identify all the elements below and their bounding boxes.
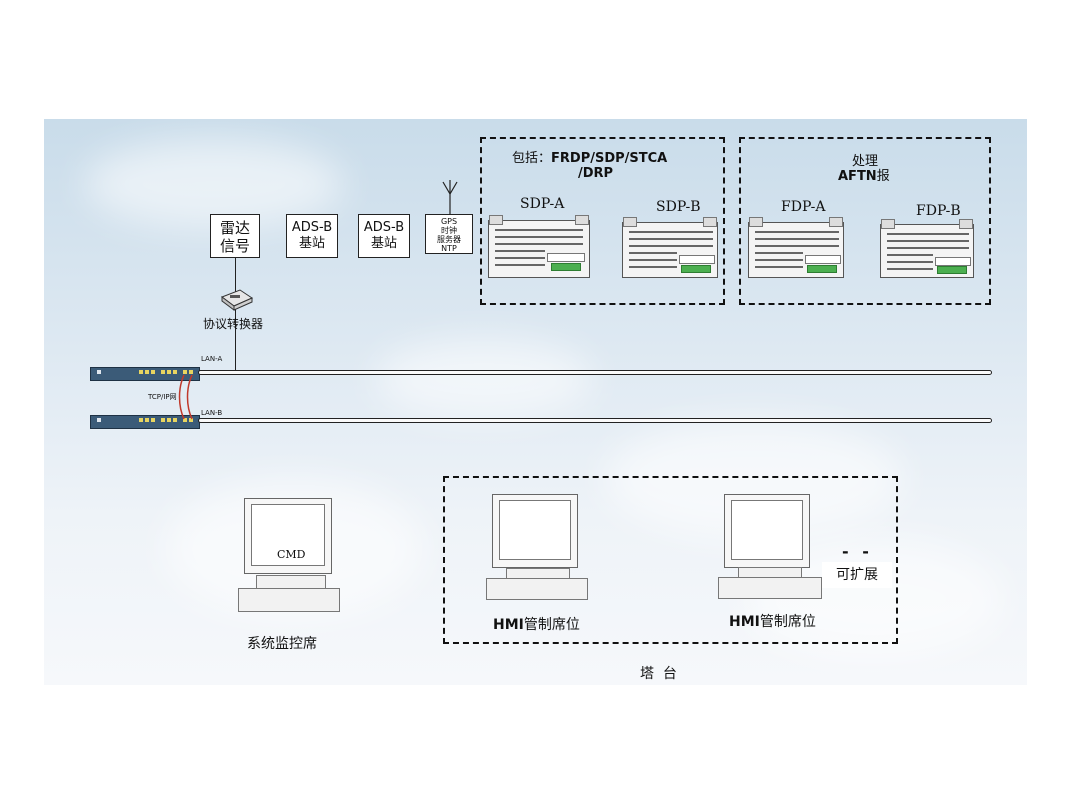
gps-line2: 时钟	[441, 226, 457, 235]
lan-b-bus	[198, 418, 992, 423]
tcpip-label: TCP/IP网	[148, 393, 177, 401]
cmd-screen-label: CMD	[277, 548, 306, 561]
sdp-title-line2: /DRP	[578, 166, 614, 181]
fdp-title-suffix: 报	[876, 169, 890, 184]
adsb1-line2: 基站	[298, 236, 325, 251]
hmi1-caption-text: 管制席位	[523, 617, 580, 633]
lan-a-switch	[90, 367, 200, 381]
fdp-b-server	[880, 219, 974, 278]
gps-line3: 服务器	[437, 235, 461, 244]
sdp-b-label: SDP-B	[656, 199, 701, 215]
fdp-title-bold: AFTN	[838, 169, 877, 184]
radar-connector-line	[235, 258, 236, 370]
expandable-label: 可扩展	[822, 562, 892, 588]
sdp-group-title: 包括：FRDP/SDP/STCA	[512, 152, 667, 166]
hmi2-caption-text: 管制席位	[759, 614, 816, 630]
hmi2-caption: HMI管制席位	[729, 611, 816, 631]
hmi1-keyboard	[486, 578, 588, 600]
sdp-title-bold: FRDP/SDP/STCA	[551, 151, 668, 166]
hmi2-keyboard	[718, 577, 822, 599]
radar-label-line2: 信号	[219, 237, 250, 255]
fdp-title-line2: AFTN报	[838, 165, 890, 184]
protocol-converter-label: 协议转换器	[203, 317, 264, 331]
cmd-keyboard	[238, 588, 340, 612]
sdp-a-label: SDP-A	[520, 196, 565, 212]
sdp-title-prefix: 包括：	[512, 151, 552, 166]
radar-label-line1: 雷达	[219, 219, 250, 237]
gps-ntp-server-box: GPS 时钟 服务器 NTP	[425, 214, 473, 254]
fdp-title-line1: 处理	[852, 154, 879, 169]
adsb2-line2: 基站	[370, 236, 397, 251]
adsb2-line1: ADS-B	[363, 220, 405, 235]
redundant-link-icon	[178, 374, 193, 420]
sdp-group-frame	[480, 137, 725, 305]
antenna-icon	[442, 180, 458, 215]
tower-group-frame	[443, 476, 898, 644]
cmd-caption: 系统监控席	[247, 636, 317, 652]
adsb-station-2: ADS-B 基站	[358, 214, 410, 258]
radar-signal-box: 雷达 信号	[210, 214, 260, 258]
adsb-station-1: ADS-B 基站	[286, 214, 338, 258]
hmi2-monitor	[724, 494, 810, 568]
lan-b-switch	[90, 415, 200, 429]
cmd-monitor	[244, 498, 332, 574]
gps-line1: GPS	[440, 217, 458, 226]
diagram-canvas	[44, 119, 1027, 685]
hmi1-caption: HMI管制席位	[493, 614, 580, 634]
tower-caption: 塔 台	[640, 666, 677, 682]
lan-b-label: LAN-B	[201, 409, 223, 417]
hmi1-caption-bold: HMI	[493, 617, 524, 633]
hmi1-monitor	[492, 494, 578, 568]
fdp-b-label: FDP-B	[916, 203, 961, 219]
lan-a-label: LAN-A	[201, 355, 223, 363]
fdp-a-label: FDP-A	[781, 199, 826, 215]
protocol-converter-icon	[220, 289, 254, 311]
lan-a-bus	[198, 370, 992, 375]
fdp-a-server	[748, 217, 844, 278]
sdp-b-server	[622, 217, 718, 278]
hmi2-caption-bold: HMI	[729, 614, 760, 630]
fdp-group-frame	[739, 137, 991, 305]
gps-line4: NTP	[441, 244, 457, 253]
cmd-base	[256, 575, 326, 589]
expand-dots: - -	[842, 542, 873, 561]
sdp-a-server	[488, 215, 590, 278]
adsb1-line1: ADS-B	[291, 220, 333, 235]
